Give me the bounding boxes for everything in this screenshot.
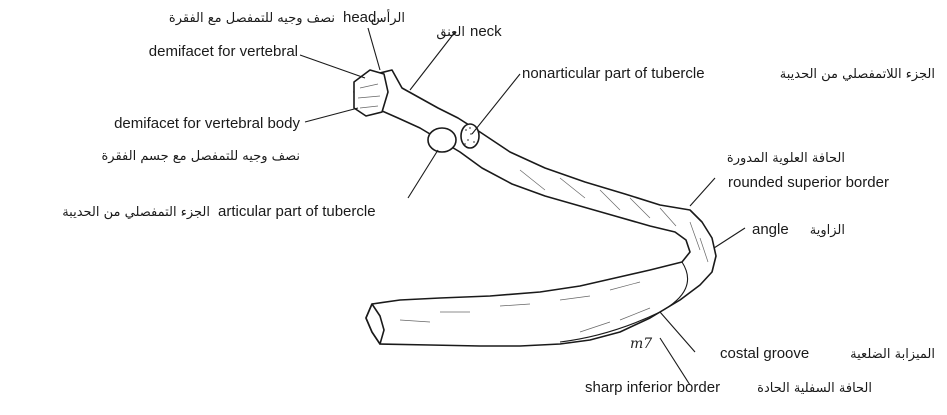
head-facet [354, 70, 388, 116]
rib-shaft [354, 70, 716, 346]
leader-rounded-superior [690, 178, 715, 206]
leader-neck [410, 32, 455, 90]
label-demifacet-body-ar: نصف وجيه للتمفصل مع جسم الفقرة [102, 149, 301, 164]
leader-angle [714, 228, 745, 248]
label-sharp-inferior-en: sharp inferior border [585, 379, 720, 396]
leader-articular [408, 150, 438, 198]
leader-nonarticular [472, 74, 520, 134]
leader-demifacet-body [305, 108, 358, 122]
label-demifacet-body-en: demifacet for vertebral body [114, 115, 300, 132]
label-angle-ar: الزاوية [810, 223, 845, 238]
label-sharp-inferior-ar: الحافة السفلية الحادة [757, 381, 872, 396]
rib-illustration: m7 [354, 70, 716, 352]
label-head-ar: الرأس [371, 9, 405, 26]
label-rounded-superior-en: rounded superior border [728, 174, 889, 191]
leader-head [368, 28, 380, 70]
label-rounded-superior-ar: الحافة العلوية المدورة [727, 151, 845, 166]
label-costal-groove-en: costal groove [720, 345, 809, 362]
label-demifacet-vertebral-en: demifacet for vertebral [149, 43, 298, 60]
artist-signature: m7 [630, 336, 652, 352]
label-articular-ar: الجزء التمفصلي من الحديبة [62, 205, 210, 220]
leader-demifacet-vertebral [300, 55, 365, 78]
label-neck-en: neck [470, 23, 502, 40]
label-nonarticular-en: nonarticular part of tubercle [522, 65, 705, 82]
tubercle-articular [428, 128, 456, 152]
label-neck-ar: العنق [436, 25, 465, 40]
label-articular-en: articular part of tubercle [218, 203, 376, 220]
leader-sharp-inferior [660, 338, 690, 385]
label-angle-en: angle [752, 221, 789, 238]
label-costal-groove-ar: الميزابة الضلعية [850, 347, 935, 362]
label-demifacet-vertebral-ar: نصف وجيه للتمفصل مع الفقرة [169, 11, 335, 26]
label-nonarticular-ar: الجزء اللاتمفصلي من الحديبة [780, 67, 935, 82]
